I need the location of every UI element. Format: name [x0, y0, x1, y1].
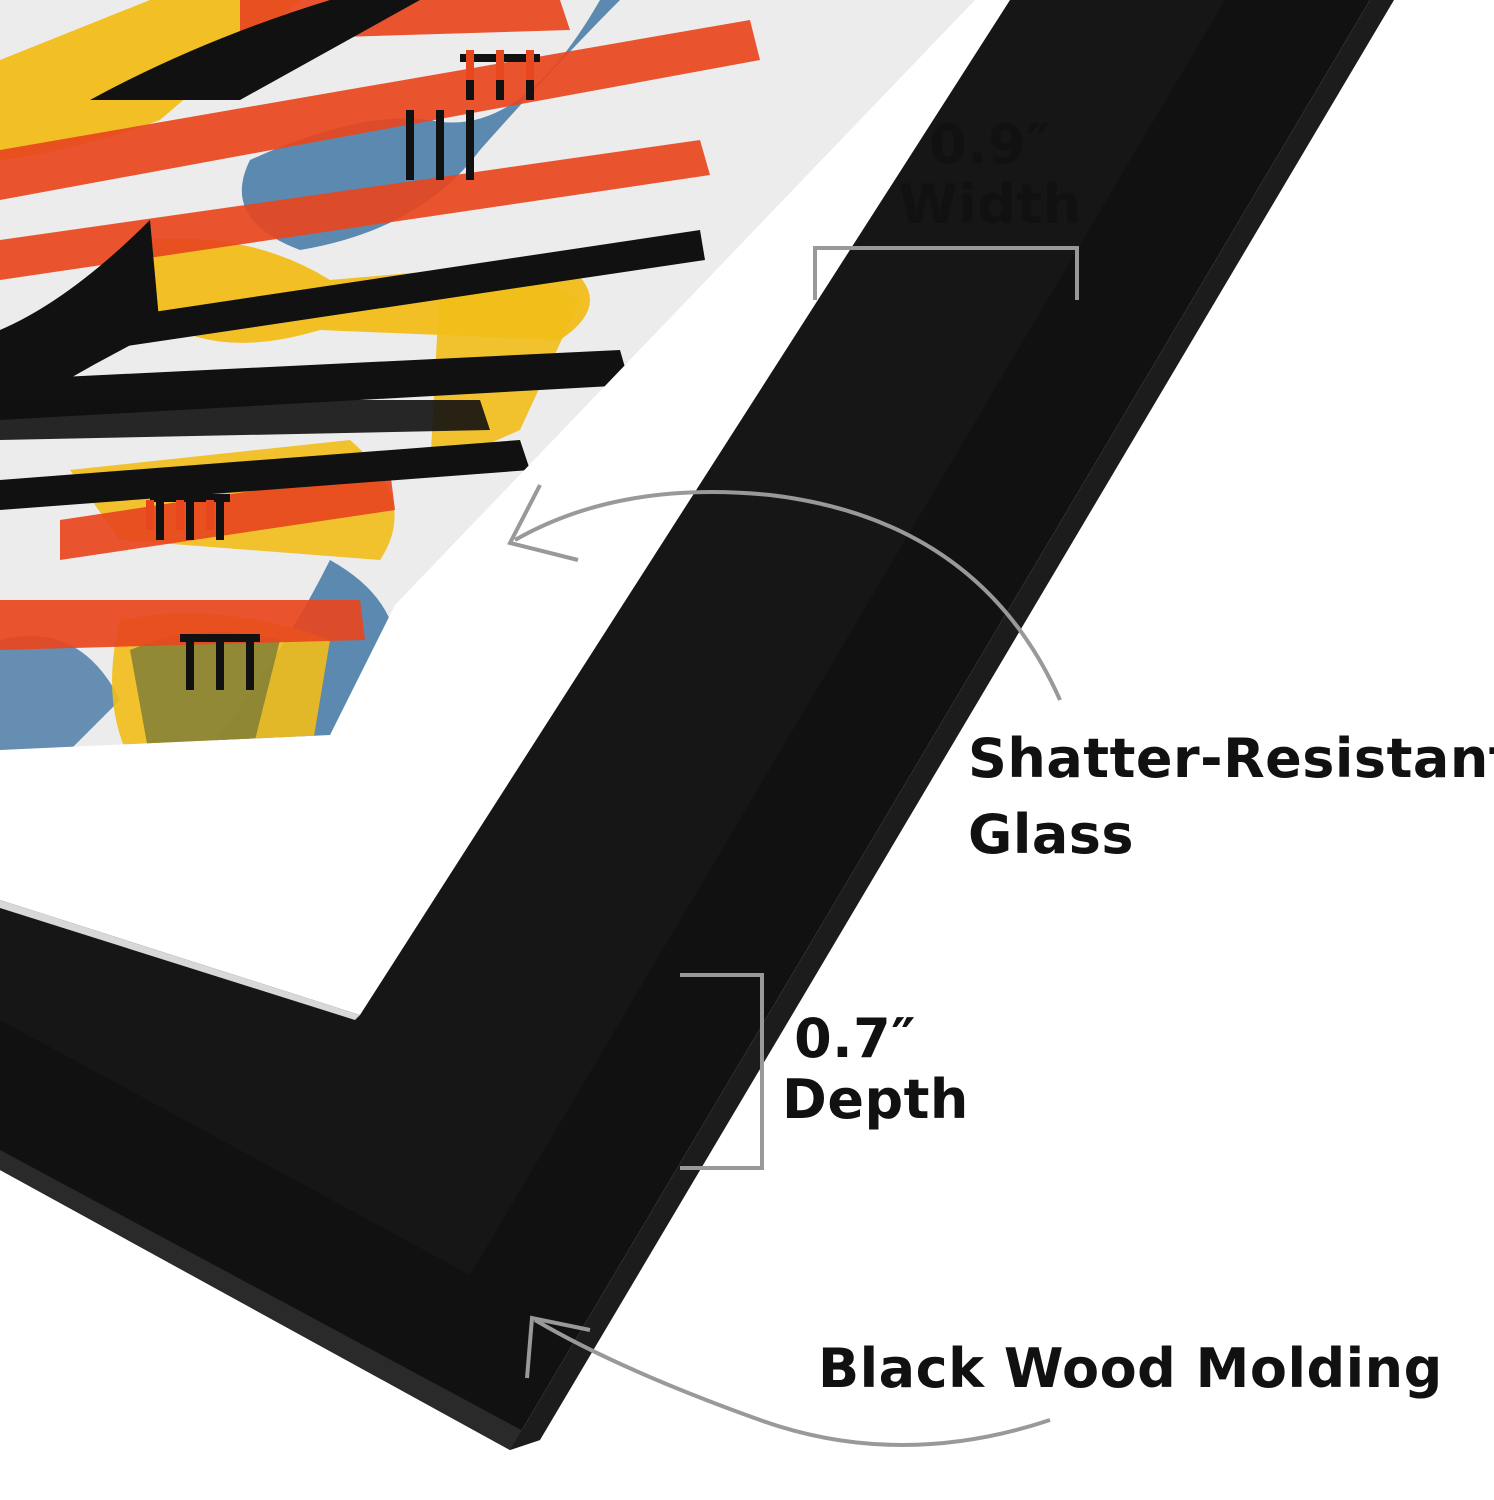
width-value: 0.9″ [929, 113, 1051, 176]
curved-arrow-icon [514, 490, 1062, 701]
depth-value: 0.7″ [794, 1007, 916, 1070]
glass-label-line1: Shatter-Resistant [968, 727, 1494, 790]
depth-label: Depth [782, 1068, 969, 1131]
glass-label-line2: Glass [968, 803, 1135, 866]
width-label: Width [898, 173, 1082, 236]
curved-arrow-molding [533, 1318, 1051, 1447]
molding-label: Black Wood Molding [818, 1337, 1443, 1400]
dimension-bracket-depth [680, 973, 764, 1170]
dimension-bracket-icon [813, 246, 1079, 300]
frame-side-edge [0, 1150, 540, 1450]
